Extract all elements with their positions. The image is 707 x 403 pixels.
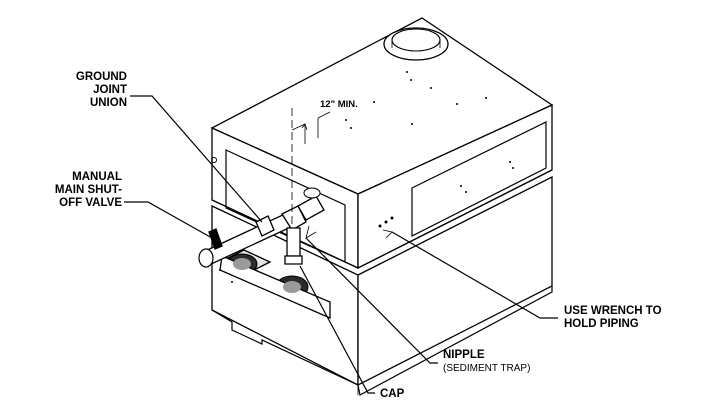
- label-clearance: 12" MIN.: [320, 99, 358, 110]
- label-nipple: NIPPLE: [443, 349, 485, 361]
- callout-nipple: NIPPLE (SEDIMENT TRAP): [443, 349, 530, 374]
- label-shutoff-valve-line-3: OFF VALVE: [59, 197, 122, 209]
- leader-cap: [299, 265, 375, 394]
- label-ground-union-line-1: GROUND: [76, 71, 127, 83]
- callout-shutoff-valve: MANUAL MAIN SHUT- OFF VALVE: [55, 171, 122, 209]
- label-nipple-sub: (SEDIMENT TRAP): [443, 363, 530, 374]
- right-access-panel: [411, 121, 547, 237]
- label-shutoff-valve-line-2: MAIN SHUT-: [55, 184, 122, 196]
- left-access-opening: [225, 149, 346, 263]
- label-wrench-line-2: HOLD PIPING: [564, 318, 639, 330]
- callout-ground-union: GROUND JOINT UNION: [76, 71, 127, 109]
- leader-wrench: [391, 231, 558, 319]
- label-ground-union-line-2: JOINT: [93, 84, 127, 96]
- burner-housings: [219, 249, 331, 319]
- label-cap: CAP: [380, 388, 405, 400]
- sediment-trap-nipple: [286, 227, 301, 257]
- label-shutoff-valve-line-1: MANUAL: [72, 171, 122, 183]
- leader-shutoff-valve: [124, 201, 213, 239]
- tee-fitting: [281, 205, 307, 231]
- leader-nipple: [305, 237, 438, 364]
- cap-fitting: [284, 255, 303, 265]
- boiler-cabinet: [210, 17, 554, 396]
- flue-collar: [383, 27, 449, 61]
- riser-pipe: [297, 195, 325, 221]
- callout-wrench: USE WRENCH TO HOLD PIPING: [564, 305, 662, 330]
- gas-piping: [198, 108, 331, 268]
- shutoff-valve-handle: [208, 228, 223, 250]
- label-wrench-line-1: USE WRENCH TO: [564, 305, 662, 317]
- label-ground-union-line-3: UNION: [90, 97, 127, 109]
- leader-ground-union: [130, 95, 263, 223]
- leader-lines: [124, 95, 558, 394]
